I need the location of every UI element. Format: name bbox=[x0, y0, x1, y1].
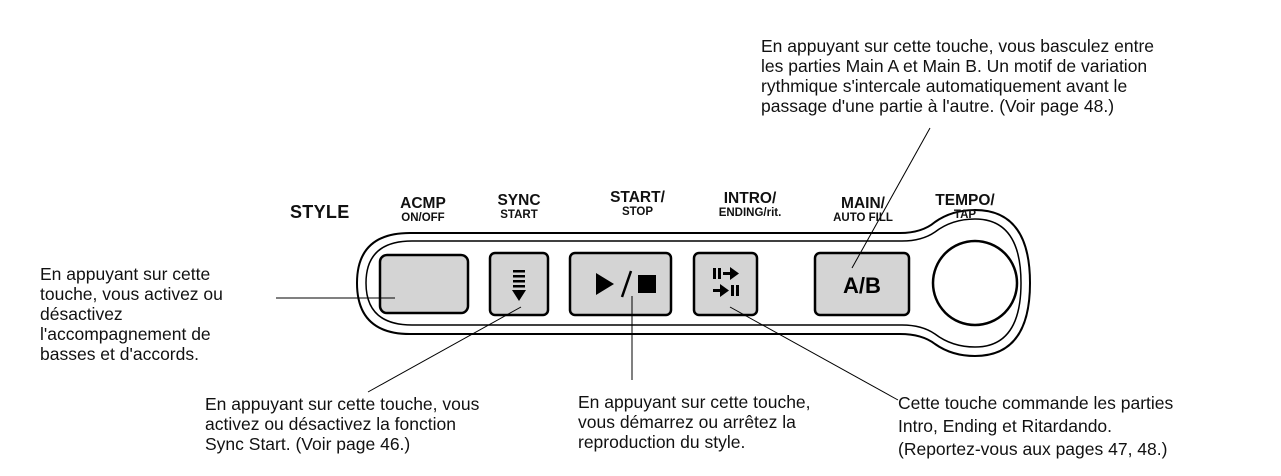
style-group-label: STYLE bbox=[290, 202, 350, 222]
main-auto-fill-button[interactable] bbox=[813, 251, 911, 317]
callout-main-ab: En appuyant sur cette touche, vous bascu… bbox=[761, 36, 1155, 116]
leader-line-ab bbox=[851, 127, 931, 269]
callout-acmp: En appuyant sur cette touche, vous activ… bbox=[40, 264, 223, 364]
sync-start-label: SYNC START bbox=[484, 193, 554, 223]
sync-start-button[interactable] bbox=[488, 251, 550, 317]
tempo-tap-label: TEMPO/ TAP bbox=[920, 193, 1010, 223]
sync-start-icon bbox=[512, 270, 526, 301]
callout-intro-ending: Cette touche commande les parties Intro,… bbox=[898, 393, 1174, 459]
tempo-tap-label-line1: TEMPO/ bbox=[935, 192, 995, 209]
intro-ending-label-line1: INTRO/ bbox=[723, 190, 777, 207]
intro-ending-label-line2: ENDING/rit. bbox=[718, 207, 782, 219]
sync-start-label-line2: START bbox=[500, 209, 538, 221]
tempo-tap-button[interactable] bbox=[931, 239, 1019, 327]
ab-key-face: A/B bbox=[843, 273, 881, 298]
start-stop-label: START/ STOP bbox=[590, 190, 685, 220]
intro-ending-button[interactable] bbox=[692, 251, 759, 317]
panel-inner-outline bbox=[365, 218, 1022, 348]
start-stop-label-line1: START/ bbox=[610, 189, 665, 206]
tempo-tap-label-line2: TAP bbox=[953, 209, 977, 221]
callout-sync-start: En appuyant sur cette touche, vous activ… bbox=[205, 394, 480, 454]
leader-line-sync bbox=[367, 306, 522, 393]
start-stop-button[interactable] bbox=[568, 251, 673, 317]
play-stop-icon bbox=[596, 270, 656, 298]
main-auto-fill-label-line1: MAIN/ bbox=[841, 195, 885, 212]
main-auto-fill-label-line2: AUTO FILL bbox=[833, 212, 893, 224]
acmp-label-line2: ON/OFF bbox=[401, 212, 445, 224]
intro-ending-label: INTRO/ ENDING/rit. bbox=[695, 191, 805, 221]
main-auto-fill-label: MAIN/ AUTO FILL bbox=[813, 196, 913, 226]
acmp-on-off-button[interactable] bbox=[378, 253, 470, 315]
acmp-label-line1: ACMP bbox=[400, 195, 446, 212]
start-stop-label-line2: STOP bbox=[621, 206, 654, 218]
leader-line-intro bbox=[729, 306, 899, 401]
panel-outer-outline bbox=[355, 208, 1032, 358]
intro-ending-icon bbox=[713, 267, 739, 297]
callout-start-stop: En appuyant sur cette touche, vous démar… bbox=[578, 392, 811, 452]
acmp-label: ACMP ON/OFF bbox=[373, 196, 473, 226]
sync-start-label-line1: SYNC bbox=[497, 192, 541, 209]
